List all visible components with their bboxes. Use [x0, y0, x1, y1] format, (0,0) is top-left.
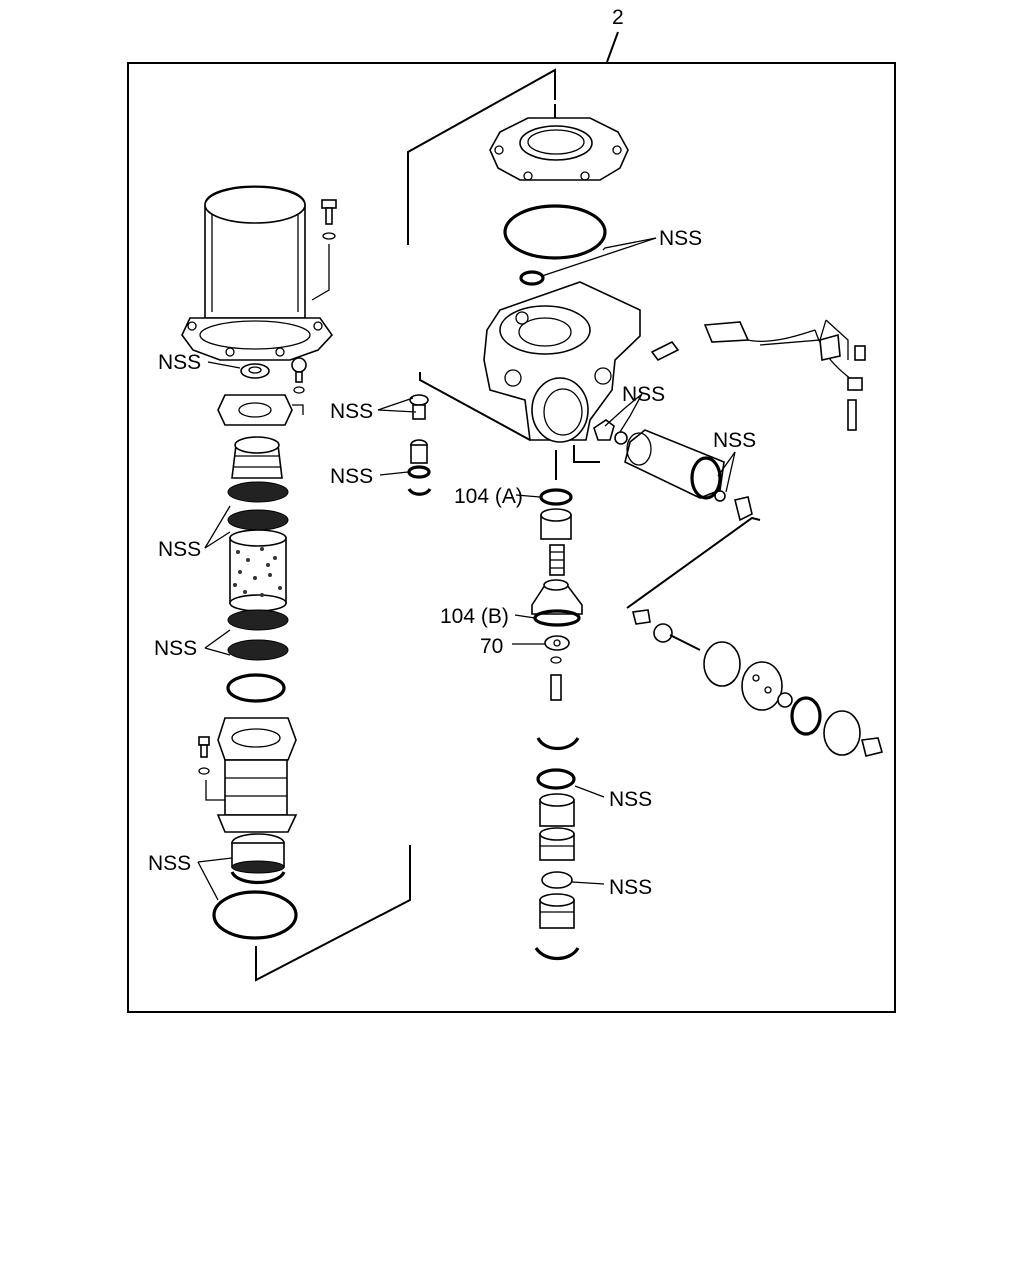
callout-number: 2	[612, 6, 624, 29]
label-nss-screens-upper: NSS	[158, 538, 201, 561]
leader-lines	[197, 237, 736, 901]
diagram-frame	[127, 62, 896, 1013]
label-nss-filter-seal: NSS	[158, 351, 201, 374]
valve-body-assembly	[407, 117, 883, 961]
label-nss-piston-seal: NSS	[609, 876, 652, 899]
label-nss-valve-left: NSS	[330, 400, 373, 423]
label-nss-top: NSS	[659, 227, 702, 250]
filter-assembly	[181, 185, 337, 940]
label-nss-piston-ring: NSS	[609, 788, 652, 811]
label-part-104b: 104 (B)	[440, 605, 509, 628]
callout-leader	[606, 31, 619, 63]
label-nss-base-seals: NSS	[148, 852, 191, 875]
label-part-104a: 104 (A)	[454, 485, 523, 508]
label-part-70: 70	[480, 635, 503, 658]
label-nss-screens-lower: NSS	[154, 637, 197, 660]
label-nss-valve-left-ring: NSS	[330, 465, 373, 488]
label-nss-fitting-b: NSS	[713, 429, 756, 452]
label-nss-fitting-a: NSS	[622, 383, 665, 406]
